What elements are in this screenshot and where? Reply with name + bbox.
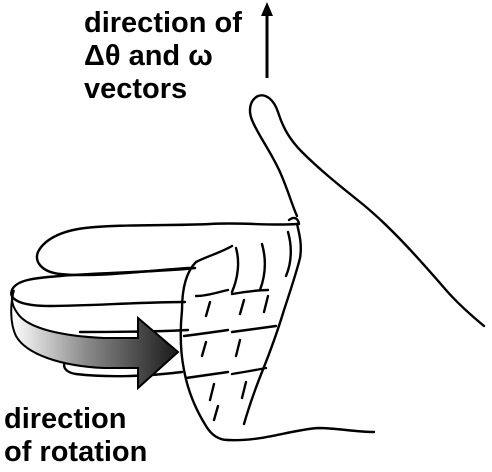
knuckle-column-4 bbox=[284, 230, 292, 278]
ring-finger bbox=[78, 328, 190, 334]
middle-finger bbox=[10, 266, 197, 308]
hand-illustration bbox=[10, 94, 486, 442]
knuckle-column-2 bbox=[230, 246, 240, 294]
knuckle-row-2 bbox=[230, 288, 270, 296]
knuckle-tick-2 bbox=[238, 298, 246, 316]
vector-direction-label-line1: direction of bbox=[84, 7, 242, 39]
vector-direction-label: direction of Δθ and ω vectors bbox=[84, 7, 242, 106]
rotation-direction-label-line1: direction bbox=[4, 403, 127, 435]
knuckle-tick-5 bbox=[234, 338, 242, 358]
fist-front bbox=[242, 222, 302, 426]
knuckle-column-3 bbox=[258, 242, 266, 292]
rotation-direction-label: direction of rotation bbox=[4, 403, 147, 469]
knuckle-row-6 bbox=[230, 366, 268, 376]
knuckle-tick-8 bbox=[212, 404, 220, 422]
wrist-line bbox=[226, 426, 376, 442]
knuckle-row-5 bbox=[184, 370, 230, 380]
knuckle-row-4 bbox=[230, 324, 278, 334]
knuckle-tick-3 bbox=[262, 294, 270, 314]
knuckle-tick-6 bbox=[208, 382, 216, 402]
vector-direction-label-line3: vectors bbox=[84, 73, 188, 105]
knuckle-column-1 bbox=[179, 244, 234, 442]
knuckle-tick-7 bbox=[240, 380, 248, 400]
vector-direction-label-line2: Δθ and ω bbox=[84, 40, 213, 72]
knuckle-row-3 bbox=[182, 328, 230, 338]
knuckle-tick-1 bbox=[204, 300, 212, 318]
index-finger-top bbox=[35, 222, 299, 277]
up-arrow-icon bbox=[261, 2, 273, 78]
knuckle-row-1 bbox=[194, 288, 230, 298]
knuckle-tick-4 bbox=[200, 340, 208, 358]
curved-arrow-right-icon bbox=[10, 289, 180, 391]
thumb-crease bbox=[287, 216, 301, 226]
rotation-direction-label-line2: of rotation bbox=[4, 436, 148, 468]
thumb-outline bbox=[248, 94, 486, 328]
